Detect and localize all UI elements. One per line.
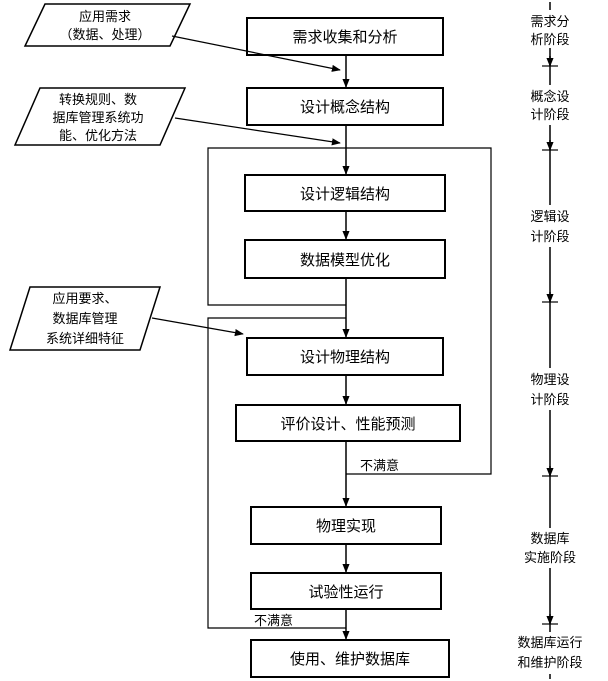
step-optimize-label: 数据模型优化 xyxy=(300,251,390,269)
input-rules-line2: 据库管理系统功 xyxy=(52,110,143,126)
feedback-loop-inner xyxy=(207,317,346,629)
phase-2-line2: 计阶段 xyxy=(530,108,569,123)
phase-6-line2: 和维护阶段 xyxy=(517,656,582,671)
phase-2-line1: 概念设 xyxy=(530,89,569,105)
input-requirements-line2: （数据、处理） xyxy=(59,28,150,43)
input-requirements-shape: 应用需求 （数据、处理） xyxy=(23,3,192,47)
step-maintain-label: 使用、维护数据库 xyxy=(290,650,410,668)
input-hardware-line1: 应用要求、 xyxy=(52,291,117,307)
step-optimize-box: 数据模型优化 xyxy=(244,239,446,279)
phase-4-line1: 物理设 xyxy=(530,373,569,388)
input-rules-line3: 能、优化方法 xyxy=(59,128,137,144)
input-requirements-arrow xyxy=(171,35,341,72)
feedback-loop-outer xyxy=(207,147,492,475)
phase-labels: 需求分 析阶段 概念设 计阶段 逻辑设 计阶段 物理设 计阶段 数据库 实施阶段… xyxy=(506,10,596,674)
phase-1-line2: 析阶段 xyxy=(530,33,569,48)
input-hardware-line3: 系统详细特征 xyxy=(46,332,124,347)
phase-3-line1: 逻辑设 xyxy=(530,210,569,225)
phase-5-line1: 数据库 xyxy=(530,531,569,547)
step-evaluate-label: 评价设计、性能预测 xyxy=(280,415,415,433)
phase-3-line2: 计阶段 xyxy=(530,230,569,245)
step-physical-label: 设计物理结构 xyxy=(300,348,390,366)
phase-1-line1: 需求分 xyxy=(530,15,569,30)
step-implement-label: 物理实现 xyxy=(316,517,376,535)
step-implement-box: 物理实现 xyxy=(250,506,442,545)
input-rules-line1: 转换规则、数 xyxy=(59,93,137,108)
step-conceptual-box: 设计概念结构 xyxy=(246,87,444,126)
input-rules-arrow xyxy=(174,117,341,146)
input-hardware-line2: 数据库管理 xyxy=(52,311,117,327)
input-hardware-arrow xyxy=(151,317,244,337)
step-physical-box: 设计物理结构 xyxy=(246,337,444,376)
feedback-label-1: 不满意 xyxy=(360,458,399,474)
phase-4-line2: 计阶段 xyxy=(530,393,569,408)
phase-5-line2: 实施阶段 xyxy=(524,551,576,566)
step-maintain-box: 使用、维护数据库 xyxy=(250,639,450,678)
step-logical-box: 设计逻辑结构 xyxy=(244,174,446,212)
step-evaluate-box: 评价设计、性能预测 xyxy=(235,404,461,442)
step-requirements-box: 需求收集和分析 xyxy=(246,17,444,56)
phase-6-line1: 数据库运行 xyxy=(517,635,582,651)
feedback-label-2: 不满意 xyxy=(254,613,293,629)
step-conceptual-label: 设计概念结构 xyxy=(300,98,390,116)
step-requirements-label: 需求收集和分析 xyxy=(292,28,397,46)
step-trial-run-box: 试验性运行 xyxy=(250,572,442,610)
input-rules-shape: 转换规则、数 据库管理系统功 能、优化方法 xyxy=(13,87,187,146)
step-trial-run-label: 试验性运行 xyxy=(308,583,383,601)
input-hardware-shape: 应用要求、 数据库管理 系统详细特征 xyxy=(8,286,162,351)
step-logical-label: 设计逻辑结构 xyxy=(300,185,390,203)
input-requirements-line1: 应用需求 xyxy=(79,9,131,25)
